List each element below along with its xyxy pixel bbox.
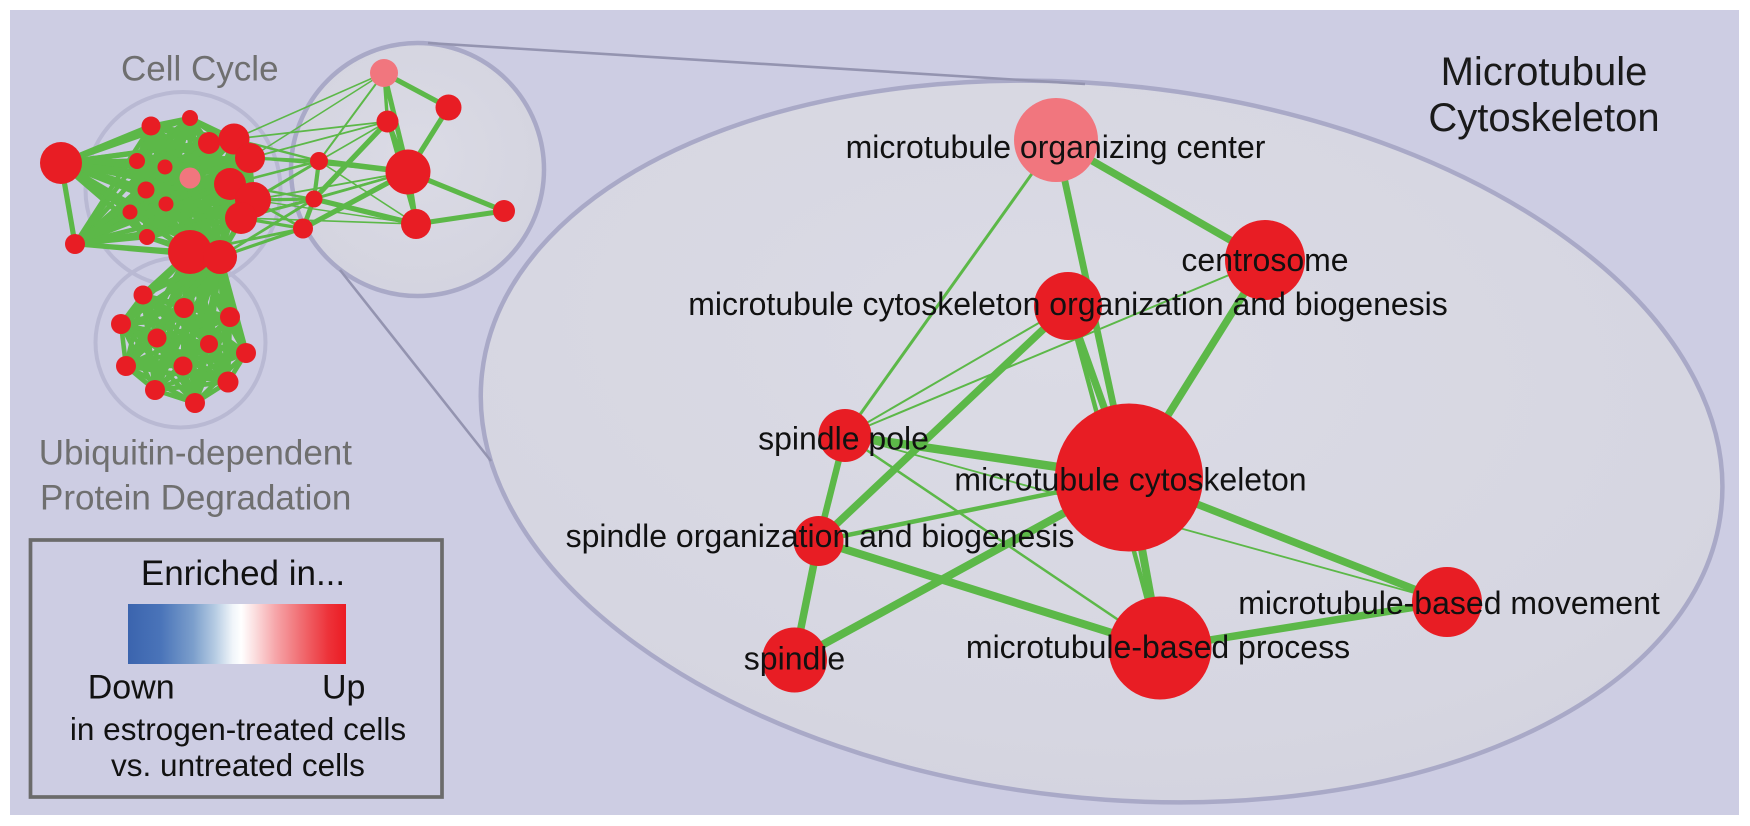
svg-text:spindle pole: spindle pole xyxy=(758,421,929,457)
svg-text:microtubule cytoskeleton organ: microtubule cytoskeleton organization an… xyxy=(688,286,1448,322)
svg-text:vs. untreated cells: vs. untreated cells xyxy=(111,747,365,783)
svg-text:microtubule cytoskeleton: microtubule cytoskeleton xyxy=(954,462,1306,498)
svg-text:spindle: spindle xyxy=(744,641,845,677)
svg-text:Enriched in...: Enriched in... xyxy=(141,554,345,593)
svg-text:Down: Down xyxy=(88,669,175,707)
svg-text:in estrogen-treated cells: in estrogen-treated cells xyxy=(70,711,406,747)
svg-text:Microtubule: Microtubule xyxy=(1441,50,1648,94)
svg-text:microtubule-based process: microtubule-based process xyxy=(966,629,1350,665)
svg-text:microtubule-based movement: microtubule-based movement xyxy=(1238,585,1660,621)
svg-text:Up: Up xyxy=(322,669,365,707)
svg-text:Ubiquitin-dependent: Ubiquitin-dependent xyxy=(39,434,353,473)
svg-text:microtubule organizing center: microtubule organizing center xyxy=(846,129,1266,165)
svg-text:spindle organization and bioge: spindle organization and biogenesis xyxy=(566,518,1075,554)
svg-text:Protein Degradation: Protein Degradation xyxy=(40,478,351,517)
svg-text:centrosome: centrosome xyxy=(1181,242,1348,278)
svg-text:Cytoskeleton: Cytoskeleton xyxy=(1428,96,1659,140)
svg-text:Cell Cycle: Cell Cycle xyxy=(121,50,279,89)
